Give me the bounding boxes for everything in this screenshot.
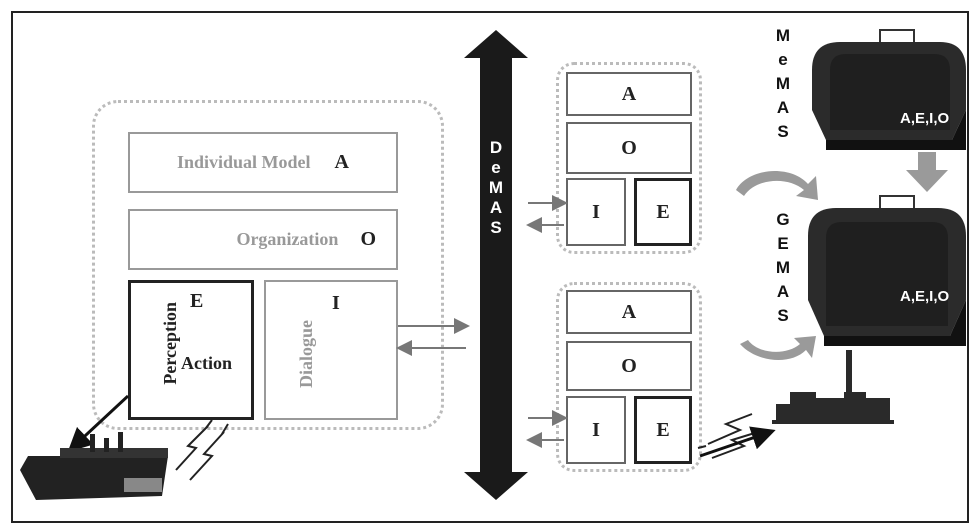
memas-letter: A bbox=[776, 98, 790, 117]
gemas-letter: G bbox=[776, 210, 790, 229]
gemas-letter: E bbox=[777, 234, 789, 253]
individual-model-box: Individual Model A bbox=[128, 132, 398, 193]
individual-model-label: Individual Model bbox=[177, 152, 311, 172]
environment-letter: E bbox=[190, 290, 204, 312]
gemas-chest-icon bbox=[808, 195, 966, 346]
agent-top-i-letter: I bbox=[592, 200, 600, 223]
agent-bottom-o-box: O bbox=[566, 341, 692, 391]
demas-letter: M bbox=[488, 178, 504, 197]
interaction-letter: I bbox=[332, 292, 340, 314]
perception-lightning-icon bbox=[175, 419, 229, 481]
organization-label: Organization bbox=[236, 229, 339, 249]
agent-bottom-a-box: A bbox=[566, 290, 692, 334]
memas-chest-label: A,E,I,O bbox=[900, 110, 950, 127]
agent-top-o-letter: O bbox=[621, 136, 637, 159]
individual-model-letter: A bbox=[334, 151, 349, 173]
agent-top-e-box: E bbox=[634, 178, 692, 246]
demas-letter: e bbox=[491, 158, 501, 177]
agent-bottom-container bbox=[556, 282, 702, 472]
agent-top-a-box: A bbox=[566, 72, 692, 116]
demas-bar bbox=[464, 30, 528, 500]
chest-transfer-arrow bbox=[906, 152, 948, 192]
agent-bottom-i-letter: I bbox=[592, 418, 600, 441]
factory-icon bbox=[772, 350, 894, 424]
agent-top-a-letter: A bbox=[621, 82, 637, 105]
agent-bottom-o-letter: O bbox=[621, 354, 637, 377]
agent-top-i-box: I bbox=[566, 178, 626, 246]
agent-bottom-i-box: I bbox=[566, 396, 626, 464]
agent-bottom-e-box: E bbox=[634, 396, 692, 464]
gemas-letter: S bbox=[777, 306, 789, 325]
factory-action-arrow bbox=[699, 426, 776, 458]
agent-bottom-e-letter: E bbox=[656, 418, 670, 441]
agent-top-e-letter: E bbox=[656, 200, 670, 223]
memas-chest-icon bbox=[812, 29, 966, 150]
memas-letter: M bbox=[775, 26, 791, 45]
gemas-label: G E M A S bbox=[770, 208, 796, 328]
environment-box bbox=[128, 280, 254, 420]
agent-bottom-a-letter: A bbox=[621, 300, 637, 323]
action-arrow bbox=[67, 394, 130, 453]
organization-box: Organization O bbox=[128, 209, 398, 270]
ship-icon bbox=[20, 432, 168, 500]
memas-letter: M bbox=[775, 74, 791, 93]
gemas-letter: A bbox=[776, 282, 790, 301]
demas-label: D e M A S bbox=[481, 138, 511, 238]
gemas-chest-label: A,E,I,O bbox=[900, 288, 950, 305]
memas-letter: e bbox=[778, 50, 788, 69]
demas-agent-bottom-arrows bbox=[526, 410, 568, 448]
factory-lightning-icon bbox=[697, 413, 759, 459]
demas-agent-top-arrows bbox=[526, 195, 568, 233]
gemas-cycle-arrow bbox=[740, 336, 816, 361]
memas-label: M e M A S bbox=[770, 24, 796, 144]
main-agent-demas-arrows bbox=[396, 318, 470, 356]
gemas-letter: M bbox=[775, 258, 791, 277]
demas-letter: D bbox=[489, 138, 503, 157]
agent-top-container bbox=[556, 62, 702, 254]
demas-letter: A bbox=[489, 198, 503, 217]
memas-letter: S bbox=[777, 122, 789, 141]
demas-letter: S bbox=[490, 218, 502, 237]
agent-top-o-box: O bbox=[566, 122, 692, 174]
main-agent-container bbox=[92, 100, 444, 430]
organization-letter: O bbox=[360, 228, 376, 250]
memas-cycle-arrow bbox=[736, 171, 818, 200]
